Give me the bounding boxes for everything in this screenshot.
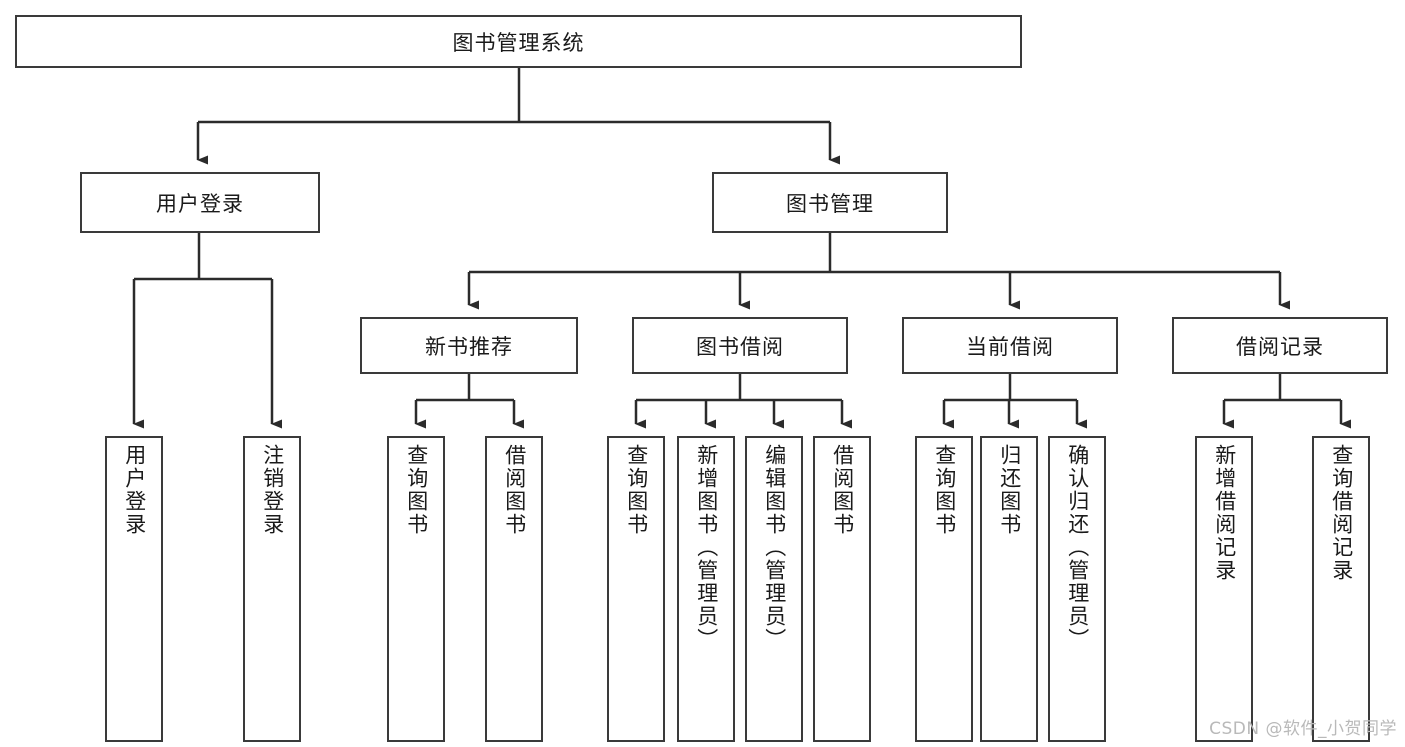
- leaf-query-book-2[interactable]: 查询图书: [607, 436, 665, 742]
- node-book-management[interactable]: 图书管理: [712, 172, 948, 233]
- leaf-logout-login[interactable]: 注销登录: [243, 436, 301, 742]
- leaf-add-record[interactable]: 新增借阅记录: [1195, 436, 1253, 742]
- leaf-edit-book[interactable]: 编辑图书（管理员）: [745, 436, 803, 742]
- node-book-borrow-label: 图书借阅: [696, 334, 784, 359]
- node-root-system[interactable]: 图书管理系统: [15, 15, 1022, 68]
- leaf-return-book[interactable]: 归还图书: [980, 436, 1038, 742]
- leaf-query-book-3-label: 查询图书: [932, 444, 957, 536]
- node-borrow-record-label: 借阅记录: [1236, 334, 1324, 359]
- leaf-confirm-return[interactable]: 确认归还（管理员）: [1048, 436, 1106, 742]
- leaf-return-book-label: 归还图书: [997, 444, 1022, 536]
- leaf-borrow-book-2[interactable]: 借阅图书: [813, 436, 871, 742]
- leaf-user-login-label: 用户登录: [122, 444, 147, 536]
- leaf-logout-login-label: 注销登录: [260, 444, 285, 536]
- leaf-confirm-return-label: 确认归还（管理员）: [1065, 444, 1090, 651]
- node-book-management-label: 图书管理: [786, 191, 874, 216]
- node-new-book-recommend-label: 新书推荐: [425, 334, 513, 359]
- leaf-borrow-book-1[interactable]: 借阅图书: [485, 436, 543, 742]
- leaf-query-book-1-label: 查询图书: [404, 444, 429, 536]
- leaf-user-login[interactable]: 用户登录: [105, 436, 163, 742]
- leaf-add-book[interactable]: 新增图书（管理员）: [677, 436, 735, 742]
- leaf-borrow-book-2-label: 借阅图书: [830, 444, 855, 536]
- leaf-add-book-label: 新增图书（管理员）: [694, 444, 719, 651]
- leaf-query-record-label: 查询借阅记录: [1329, 444, 1354, 582]
- leaf-query-record[interactable]: 查询借阅记录: [1312, 436, 1370, 742]
- node-current-borrow-label: 当前借阅: [966, 334, 1054, 359]
- node-user-login[interactable]: 用户登录: [80, 172, 320, 233]
- node-current-borrow[interactable]: 当前借阅: [902, 317, 1118, 374]
- node-new-book-recommend[interactable]: 新书推荐: [360, 317, 578, 374]
- leaf-borrow-book-1-label: 借阅图书: [502, 444, 527, 536]
- leaf-add-record-label: 新增借阅记录: [1212, 444, 1237, 582]
- leaf-query-book-2-label: 查询图书: [624, 444, 649, 536]
- node-root-system-label: 图书管理系统: [452, 30, 585, 55]
- node-borrow-record[interactable]: 借阅记录: [1172, 317, 1388, 374]
- node-user-login-label: 用户登录: [156, 191, 244, 216]
- node-book-borrow[interactable]: 图书借阅: [632, 317, 848, 374]
- leaf-query-book-1[interactable]: 查询图书: [387, 436, 445, 742]
- leaf-edit-book-label: 编辑图书（管理员）: [762, 444, 787, 651]
- watermark-text: CSDN @软件_小贺同学: [1209, 719, 1397, 739]
- leaf-query-book-3[interactable]: 查询图书: [915, 436, 973, 742]
